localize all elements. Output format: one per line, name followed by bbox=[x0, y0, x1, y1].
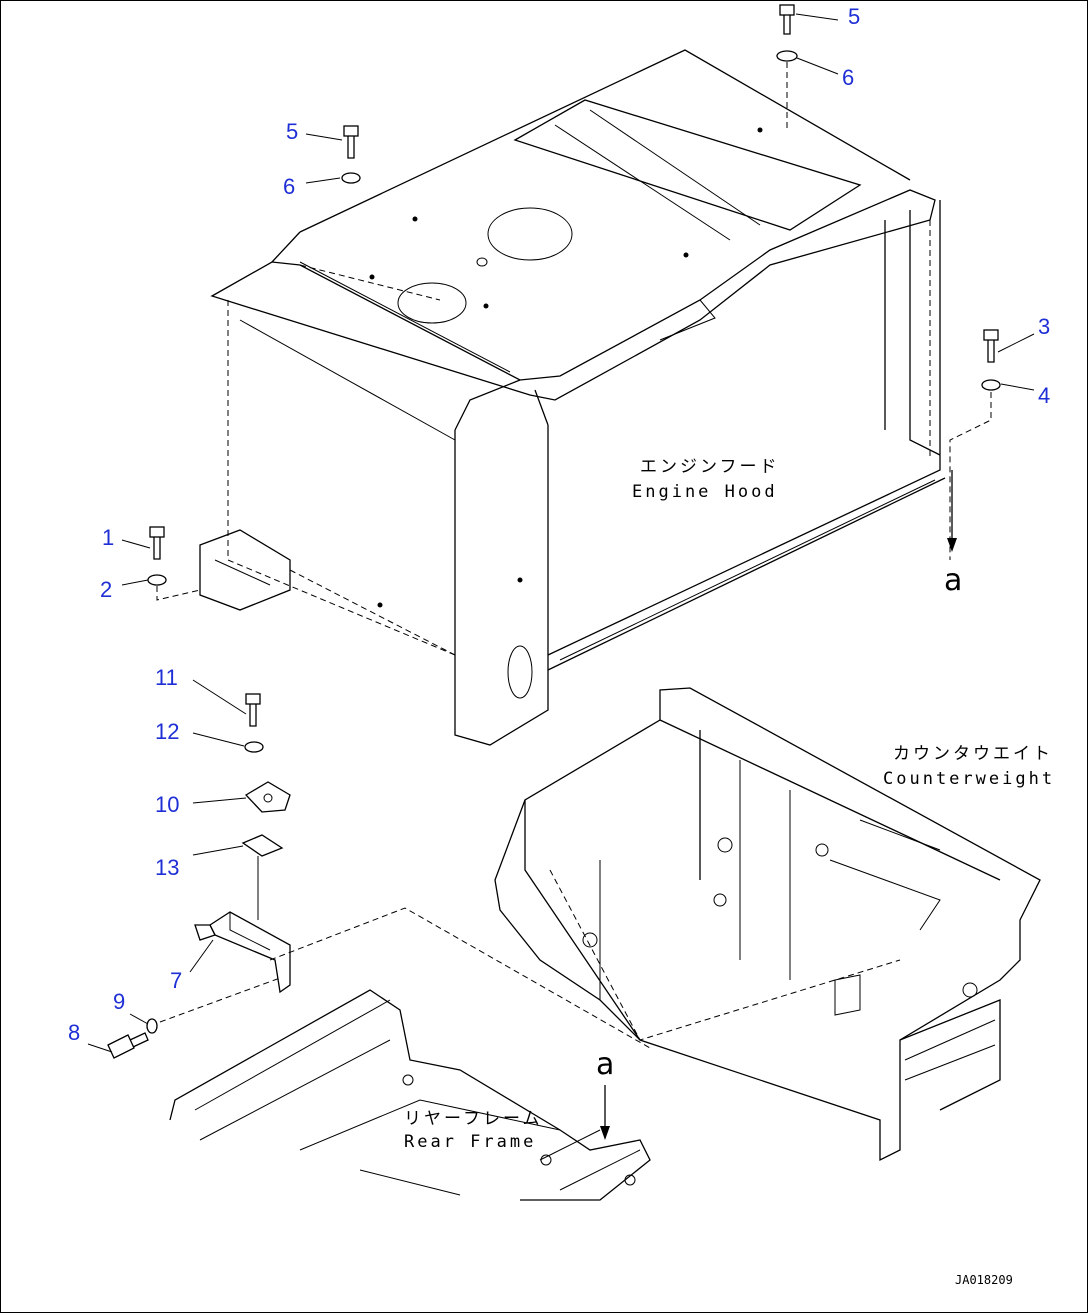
callout-6-top: 6 bbox=[842, 65, 854, 90]
callout-7: 7 bbox=[170, 968, 182, 993]
bolt-part-5-top bbox=[779, 4, 795, 35]
washer-part-2 bbox=[147, 574, 201, 601]
plate-part-10 bbox=[244, 781, 291, 813]
callout-2: 2 bbox=[100, 577, 112, 602]
rear-frame-label-en: Rear Frame bbox=[404, 1132, 536, 1152]
drawing-code: JA018209 bbox=[955, 1273, 1013, 1287]
counterweight-label-en: Counterweight bbox=[883, 769, 1055, 789]
washer-part-4 bbox=[949, 379, 1001, 560]
bolt-part-5-left bbox=[343, 125, 359, 159]
washer-part-9 bbox=[146, 977, 281, 1034]
bolt-part-11 bbox=[245, 693, 261, 727]
engine-hood-label-jp: エンジンフード bbox=[640, 457, 780, 477]
washer-part-6-top bbox=[776, 50, 798, 130]
callout-9: 9 bbox=[113, 989, 125, 1014]
reference-arrow-a-bottom bbox=[600, 1085, 610, 1140]
reference-arrow-a-top bbox=[947, 470, 957, 552]
counterweight bbox=[494, 687, 1041, 1162]
engine-hood bbox=[199, 49, 946, 746]
shim-part-13 bbox=[241, 834, 284, 920]
bolt-part-1 bbox=[149, 526, 165, 560]
callout-4: 4 bbox=[1038, 383, 1050, 408]
callout-12: 12 bbox=[155, 719, 179, 744]
callout-8: 8 bbox=[68, 1020, 80, 1045]
rear-frame bbox=[169, 989, 651, 1201]
bolt-part-8 bbox=[107, 1032, 149, 1059]
callout-11: 11 bbox=[155, 665, 178, 690]
callout-10: 10 bbox=[155, 792, 179, 817]
reference-label-a-bottom: a bbox=[596, 1047, 614, 1082]
engine-hood-label-en: Engine Hood bbox=[632, 482, 778, 502]
counterweight-label-jp: カウンタウエイト bbox=[893, 744, 1053, 764]
callout-6-left: 6 bbox=[283, 174, 295, 199]
washer-part-12 bbox=[244, 741, 264, 753]
reference-label-a-top: a bbox=[944, 563, 962, 598]
callout-5-left: 5 bbox=[286, 119, 298, 144]
rear-frame-label-jp: リヤーフレーム bbox=[404, 1109, 542, 1129]
washer-part-6-left bbox=[341, 172, 361, 184]
bolt-part-3 bbox=[983, 329, 999, 363]
callout-5-top: 5 bbox=[848, 4, 860, 29]
callout-3: 3 bbox=[1038, 314, 1050, 339]
callout-1: 1 bbox=[102, 525, 114, 550]
leader-lines bbox=[87, 13, 1035, 1053]
callout-13: 13 bbox=[155, 855, 179, 880]
bracket-part-7 bbox=[194, 911, 291, 994]
